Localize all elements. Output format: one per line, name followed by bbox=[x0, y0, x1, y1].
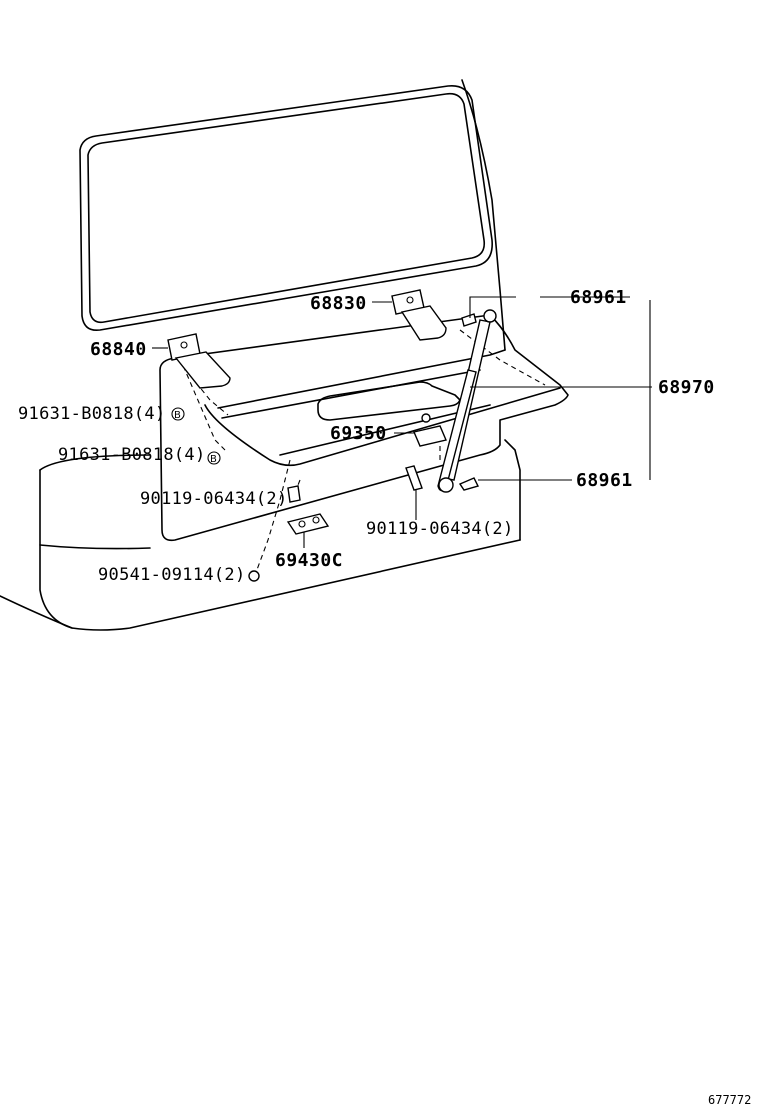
screw-90119-left bbox=[287, 485, 301, 503]
svg-text:B: B bbox=[174, 410, 181, 421]
label-91631-b: 91631-B0818(4) bbox=[58, 445, 206, 465]
label-68961-top: 68961 bbox=[570, 287, 627, 308]
bolt-68961-bottom bbox=[458, 477, 480, 491]
label-69350: 69350 bbox=[330, 423, 387, 444]
svg-text:B: B bbox=[210, 454, 217, 465]
marker-b-b: B bbox=[207, 451, 221, 465]
bracket-69430c bbox=[286, 513, 330, 535]
label-68961-bottom: 68961 bbox=[576, 470, 633, 491]
label-69430c: 69430C bbox=[275, 550, 343, 571]
reference-number: 677772 bbox=[708, 1093, 751, 1107]
label-90119-left: 90119-06434(2) bbox=[140, 489, 288, 509]
label-68970: 68970 bbox=[658, 377, 715, 398]
damper-68970 bbox=[437, 309, 497, 493]
back-door bbox=[159, 314, 569, 542]
lock-69350 bbox=[413, 413, 447, 447]
rear-window bbox=[79, 84, 493, 332]
bolt-68961-top bbox=[461, 313, 477, 327]
label-68840: 68840 bbox=[90, 339, 147, 360]
label-91631-a: 91631-B0818(4) bbox=[18, 404, 166, 424]
marker-b-a: B bbox=[171, 407, 185, 421]
cushion-90541 bbox=[248, 570, 260, 582]
vehicle-body bbox=[0, 79, 521, 631]
label-68830: 68830 bbox=[310, 293, 367, 314]
leader-lines bbox=[152, 296, 652, 548]
hinge-68840 bbox=[167, 333, 231, 389]
screw-90119-right bbox=[405, 465, 423, 491]
label-90119-right: 90119-06434(2) bbox=[366, 519, 514, 539]
hinge-68830 bbox=[391, 289, 447, 341]
label-90541: 90541-09114(2) bbox=[98, 565, 246, 585]
